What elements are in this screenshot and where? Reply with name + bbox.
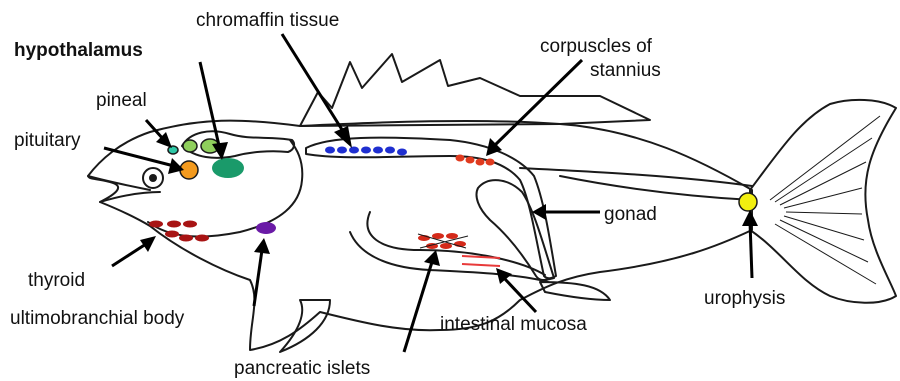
eye-pupil: [149, 174, 157, 182]
stannius-dots: [456, 155, 495, 166]
chromaffin-dot: [325, 147, 335, 154]
hypothalamus-mark: [212, 158, 244, 178]
tail-fin: [750, 100, 896, 303]
label-gonad: gonad: [604, 204, 657, 225]
ultimobranchial-gland: [256, 222, 276, 234]
hypothalamus-arrow: [200, 62, 220, 150]
pituitary-arrow: [104, 148, 174, 166]
mucosa-strip: [462, 264, 500, 266]
thyroid-follicle: [167, 221, 181, 228]
stannius-dot: [456, 155, 465, 162]
urophysis-arrowhead: [742, 210, 758, 226]
chromaffin-dot: [361, 147, 371, 154]
ultimobranchial-arrow: [254, 250, 262, 306]
thyroid-arrow: [112, 244, 146, 266]
stannius-dot: [476, 159, 485, 166]
pancreatic-arrow: [404, 262, 432, 352]
label-pineal: pineal: [96, 90, 147, 111]
chromaffin-dot: [385, 147, 395, 154]
label-corpuscles-line1: corpuscles of: [540, 36, 653, 57]
label-chromaffin-tissue: chromaffin tissue: [196, 10, 339, 31]
stannius-dot: [486, 159, 495, 166]
thyroid-follicle: [179, 235, 193, 242]
ultimobranchial-arrowhead: [254, 238, 270, 254]
chromaffin-dot: [349, 147, 359, 154]
chromaffin-arrowhead: [334, 126, 352, 148]
label-urophysis: urophysis: [704, 288, 785, 309]
pancreatic-arrowhead: [424, 250, 440, 266]
chromaffin-dot: [373, 147, 383, 154]
mucosa-strip: [462, 256, 500, 258]
thyroid-follicle: [195, 235, 209, 242]
label-corpuscles-line2: stannius: [590, 60, 661, 81]
lateral-line: [560, 176, 752, 200]
label-pituitary: pituitary: [14, 130, 81, 151]
pineal-gland: [168, 146, 178, 154]
brain-outline: [182, 131, 294, 158]
chromaffin-dot: [397, 149, 407, 156]
stannius-dot: [466, 157, 475, 164]
label-hypothalamus: hypothalamus: [14, 40, 143, 61]
pineal-lobe-1: [183, 140, 197, 152]
body-cavity-line: [350, 232, 548, 282]
urophysis-arrow: [750, 222, 752, 278]
label-pancreatic-islets: pancreatic islets: [234, 358, 370, 379]
thyroid-follicle: [183, 221, 197, 228]
thyroid-follicle: [165, 231, 179, 238]
intestinal-mucosa: [462, 256, 500, 266]
pelvic-fin: [280, 300, 330, 352]
label-thyroid: thyroid: [28, 270, 85, 291]
chromaffin-arrow: [282, 34, 346, 136]
label-intestinal-mucosa: intestinal mucosa: [440, 314, 587, 335]
chromaffin-dot: [337, 147, 347, 154]
arrows: [104, 34, 758, 352]
thyroid-arrowhead: [140, 236, 156, 252]
pancreatic-islet: [446, 233, 458, 239]
chromaffin-dots: [325, 147, 407, 156]
stannius-arrow: [494, 60, 582, 146]
label-ultimobranchial-body: ultimobranchial body: [10, 308, 185, 329]
thyroid-follicle: [149, 221, 163, 228]
urophysis-gland: [739, 193, 757, 211]
